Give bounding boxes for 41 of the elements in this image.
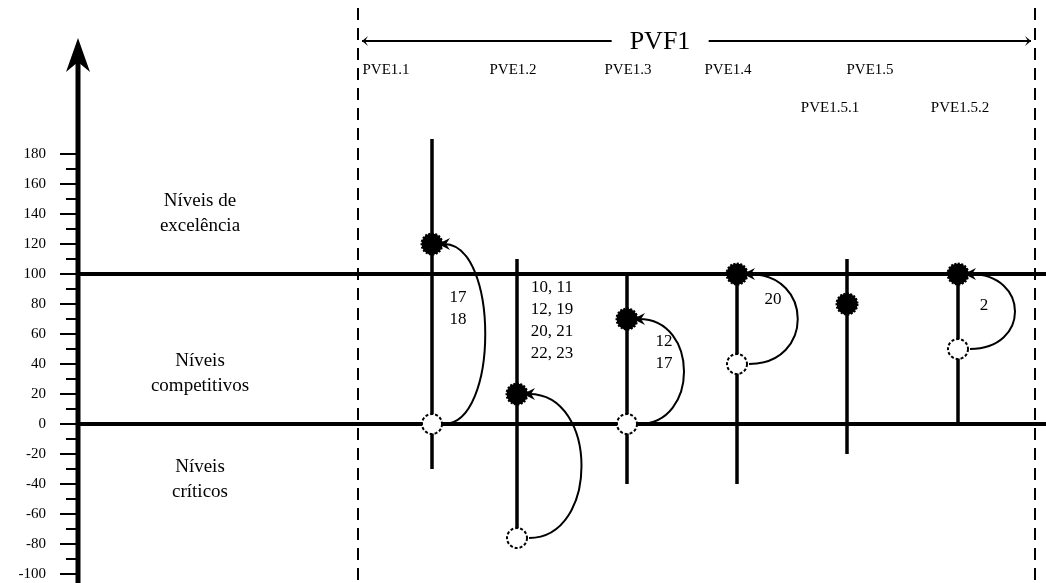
level-label: Níveis críticos bbox=[171, 454, 229, 503]
axis-tick-label: -100 bbox=[18, 566, 46, 581]
open-circle bbox=[420, 412, 444, 436]
column-label: PVE1.1 bbox=[362, 61, 410, 77]
open-circle bbox=[505, 526, 529, 550]
edge-label: 2 bbox=[978, 294, 990, 316]
column-label: PVE1.5.1 bbox=[800, 99, 860, 115]
column-label: PVE1.5 bbox=[846, 61, 894, 77]
axis-tick-label: 120 bbox=[23, 236, 46, 251]
column-label: PVE1.5.2 bbox=[930, 99, 990, 115]
axis-tick-label: -60 bbox=[26, 506, 46, 521]
axis-tick-label: 160 bbox=[23, 176, 46, 191]
axis-tick-label: 20 bbox=[31, 386, 46, 401]
edge-label: 17 18 bbox=[448, 286, 468, 330]
filled-circle bbox=[725, 262, 749, 286]
filled-circle bbox=[420, 232, 444, 256]
level-label: Níveis de excelência bbox=[158, 188, 242, 237]
open-circle bbox=[725, 352, 749, 376]
axis-tick-label: 40 bbox=[31, 356, 46, 371]
filled-circle bbox=[505, 382, 529, 406]
axis-tick-label: -80 bbox=[26, 536, 46, 551]
column-label: PVE1.4 bbox=[704, 61, 752, 77]
axis-tick-label: 0 bbox=[38, 416, 46, 431]
axis-tick-label: -20 bbox=[26, 446, 46, 461]
axis-tick-label: 60 bbox=[31, 326, 46, 341]
edge-label: 20 bbox=[763, 288, 783, 310]
axis-tick-label: 140 bbox=[23, 206, 46, 221]
filled-circle bbox=[615, 307, 639, 331]
axis-tick-label: -40 bbox=[26, 476, 46, 491]
open-circle bbox=[615, 412, 639, 436]
open-circle bbox=[946, 337, 970, 361]
axis-tick-label: 180 bbox=[23, 146, 46, 161]
filled-circle bbox=[835, 292, 859, 316]
axis-tick-label: 80 bbox=[31, 296, 46, 311]
filled-circle bbox=[946, 262, 970, 286]
axis-tick-label: 100 bbox=[23, 266, 46, 281]
edge-label: 12 17 bbox=[654, 330, 674, 374]
column-label: PVE1.3 bbox=[604, 61, 652, 77]
column-label: PVE1.2 bbox=[489, 61, 537, 77]
edge-label: 10, 11 12, 19 20, 21 22, 23 bbox=[529, 276, 575, 364]
level-label: Níveis competitivos bbox=[149, 348, 251, 397]
